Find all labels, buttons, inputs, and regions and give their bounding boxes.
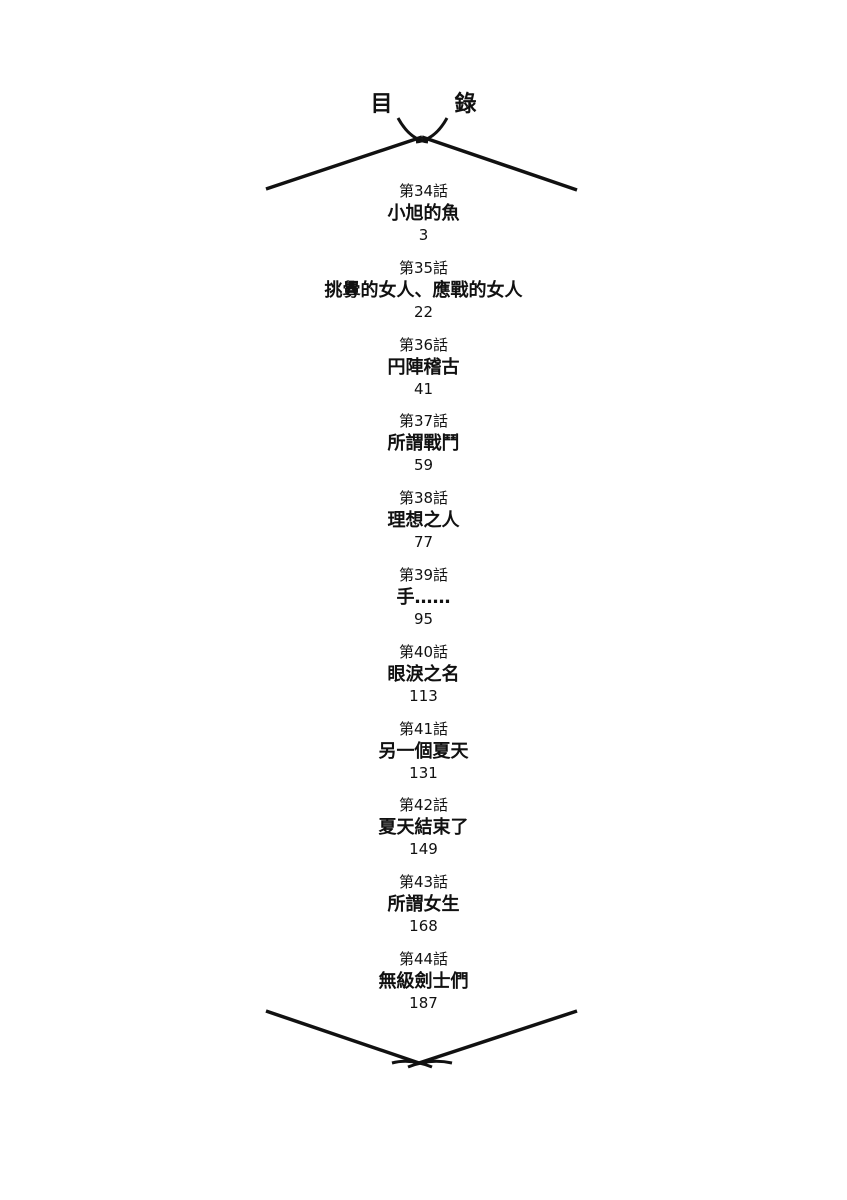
chapter-number: 第43話 [398, 873, 449, 892]
page-number: 22 [413, 302, 434, 321]
toc-entry[interactable]: 第42話 夏天結束了 149 [0, 794, 847, 871]
chapter-title: 所謂戰鬥 [387, 433, 460, 455]
page-number: 77 [413, 533, 434, 552]
toc-entry[interactable]: 第41話 另一個夏天 131 [0, 718, 847, 795]
toc-list: 第34話 小旭的魚 3 第35話 挑釁的女人、應戰的女人 22 第36話 円陣稽… [0, 180, 847, 1025]
chapter-title: 小旭的魚 [387, 203, 460, 224]
chapter-number: 第38話 [398, 489, 449, 508]
toc-entry[interactable]: 第37話 所謂戰鬥 59 [0, 410, 847, 487]
page-number: 131 [409, 763, 438, 782]
page-number: 187 [409, 993, 438, 1012]
toc-title: 目 錄 [370, 92, 497, 117]
chapter-number: 第34話 [398, 182, 449, 200]
page-number: 113 [409, 686, 438, 705]
page-number: 149 [409, 840, 438, 859]
chapter-title: 挑釁的女人、應戰的女人 [324, 279, 523, 301]
toc-entry[interactable]: 第39話 手…… 95 [0, 564, 847, 641]
toc-entry[interactable]: 第38話 理想之人 77 [0, 487, 847, 564]
chapter-title: 手…… [396, 586, 451, 608]
page-number: 3 [418, 226, 429, 244]
chapter-title: 所謂女生 [387, 894, 460, 916]
page-number: 59 [413, 456, 434, 475]
toc-entry[interactable]: 第40話 眼淚之名 113 [0, 641, 847, 718]
chapter-number: 第44話 [398, 949, 449, 968]
toc-entry[interactable]: 第34話 小旭的魚 3 [0, 180, 847, 257]
chapter-title: 眼淚之名 [387, 663, 460, 685]
toc-entry[interactable]: 第43話 所謂女生 168 [0, 871, 847, 948]
page-number: 41 [413, 379, 434, 398]
chapter-number: 第39話 [398, 565, 449, 584]
chapter-number: 第42話 [398, 796, 449, 815]
chapter-number: 第36話 [398, 335, 449, 354]
page-number: 95 [413, 609, 434, 628]
chapter-number: 第35話 [398, 258, 449, 277]
chapter-number: 第37話 [398, 412, 449, 431]
chapter-title: 夏天結束了 [378, 817, 469, 839]
chapter-number: 第40話 [398, 642, 449, 661]
toc-entry[interactable]: 第36話 円陣稽古 41 [0, 334, 847, 411]
chapter-number: 第41話 [398, 719, 449, 738]
page-number: 168 [409, 917, 438, 936]
chapter-title: 円陣稽古 [387, 356, 460, 378]
chapter-title: 另一個夏天 [378, 740, 469, 762]
chapter-title: 無級劍士們 [378, 970, 469, 992]
toc-entry[interactable]: 第44話 無級劍士們 187 [0, 948, 847, 1025]
toc-entry[interactable]: 第35話 挑釁的女人、應戰的女人 22 [0, 257, 847, 334]
chapter-title: 理想之人 [387, 510, 460, 532]
